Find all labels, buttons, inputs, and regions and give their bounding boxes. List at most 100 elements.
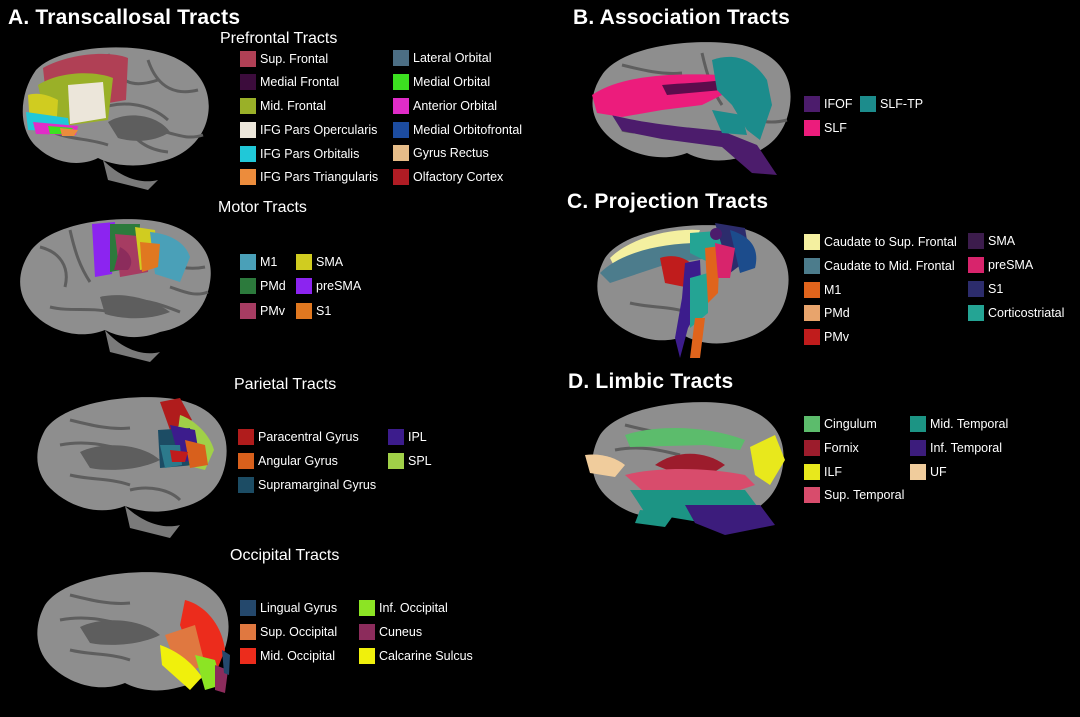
limbic-brain-image [585, 402, 785, 535]
legend-label: SLF-TP [880, 97, 924, 111]
legend-item: IFG Pars Triangularis [240, 168, 378, 186]
legend-item: preSMA [296, 277, 361, 295]
legend-item: Angular Gyrus [238, 452, 338, 470]
legend-item: Fornix [804, 439, 859, 457]
legend-swatch [968, 305, 984, 321]
legend-label: Inf. Temporal [930, 441, 1003, 455]
projection-brain-image [597, 223, 789, 358]
legend-item: Gyrus Rectus [393, 144, 489, 162]
motor-title: Motor Tracts [218, 199, 307, 216]
legend-item: IFOF [804, 95, 852, 113]
legend-item: Paracentral Gyrus [238, 428, 359, 446]
legend-item: Mid. Temporal [910, 415, 1008, 433]
legend-label: Angular Gyrus [258, 454, 338, 468]
legend-swatch [240, 303, 256, 319]
legend-swatch [388, 429, 404, 445]
legend-item: S1 [296, 302, 331, 320]
legend-swatch [393, 74, 409, 90]
legend-swatch [359, 600, 375, 616]
legend-swatch [240, 169, 256, 185]
legend-label: Mid. Occipital [260, 649, 336, 663]
association-brain-image [592, 42, 791, 175]
legend-item: Supramarginal Gyrus [238, 476, 376, 494]
legend-label: Cingulum [824, 417, 877, 431]
prefrontal-title: Prefrontal Tracts [220, 30, 338, 47]
legend-swatch [968, 233, 984, 249]
legend-item: Mid. Occipital [240, 647, 335, 665]
legend-swatch [240, 98, 256, 114]
legend-item: Corticostriatal [968, 304, 1064, 322]
legend-swatch [240, 51, 256, 67]
legend-item: SPL [388, 452, 432, 470]
legend-label: SMA [316, 255, 344, 269]
legend-item: M1 [804, 281, 841, 299]
legend-swatch [910, 464, 926, 480]
legend-swatch [240, 122, 256, 138]
legend-label: Cuneus [379, 625, 423, 639]
legend-item: M1 [240, 253, 277, 271]
legend-item: SLF-TP [860, 95, 923, 113]
legend-item: Caudate to Sup. Frontal [804, 233, 957, 251]
legend-swatch [296, 278, 312, 294]
legend-label: Gyrus Rectus [413, 146, 489, 160]
legend-item: Olfactory Cortex [393, 168, 503, 186]
legend-swatch [804, 258, 820, 274]
legend-swatch [238, 429, 254, 445]
legend-item: SLF [804, 119, 847, 137]
panel-c-title: C. Projection Tracts [567, 190, 769, 213]
legend-label: Paracentral Gyrus [258, 430, 359, 444]
legend-item: PMd [804, 304, 850, 322]
legend-item: ILF [804, 463, 842, 481]
legend-label: IPL [408, 430, 427, 444]
legend-swatch [910, 416, 926, 432]
legend-label: M1 [824, 283, 842, 297]
legend-label: Caudate to Mid. Frontal [824, 259, 955, 273]
legend-label: Mid. Temporal [930, 417, 1009, 431]
legend-item: IPL [388, 428, 427, 446]
legend-label: Mid. Frontal [260, 99, 326, 113]
legend-swatch [393, 145, 409, 161]
legend-label: Sup. Frontal [260, 52, 329, 66]
legend-item: Medial Orbital [393, 73, 490, 91]
legend-item: SMA [296, 253, 343, 271]
legend-label: SPL [408, 454, 432, 468]
legend-item: Cingulum [804, 415, 877, 433]
legend-label: Fornix [824, 441, 859, 455]
legend-label: Medial Orbitofrontal [413, 123, 523, 137]
legend-swatch [238, 453, 254, 469]
legend-item: Lateral Orbital [393, 49, 492, 67]
panel-d-title: D. Limbic Tracts [568, 370, 734, 393]
occipital-brain-image [37, 572, 230, 693]
legend-label: Olfactory Cortex [413, 170, 504, 184]
legend-swatch [240, 254, 256, 270]
legend-label: SMA [988, 234, 1016, 248]
legend-swatch [804, 416, 820, 432]
legend-item: Caudate to Mid. Frontal [804, 257, 955, 275]
legend-swatch [968, 281, 984, 297]
legend-item: PMd [240, 277, 286, 295]
legend-label: preSMA [316, 279, 362, 293]
legend-swatch [296, 254, 312, 270]
legend-label: Caudate to Sup. Frontal [824, 235, 957, 249]
legend-label: PMv [260, 304, 285, 318]
legend-item: S1 [968, 280, 1003, 298]
legend-label: Medial Orbital [413, 75, 491, 89]
legend-label: Anterior Orbital [413, 99, 498, 113]
legend-item: PMv [240, 302, 285, 320]
legend-swatch [910, 440, 926, 456]
legend-swatch [804, 96, 820, 112]
legend-item: Lingual Gyrus [240, 599, 337, 617]
legend-swatch [393, 122, 409, 138]
legend-swatch [296, 303, 312, 319]
legend-label: Sup. Temporal [824, 488, 905, 502]
legend-swatch [804, 234, 820, 250]
legend-swatch [804, 120, 820, 136]
legend-item: UF [910, 463, 947, 481]
legend-label: preSMA [988, 258, 1034, 272]
legend-swatch [238, 477, 254, 493]
legend-label: IFG Pars Triangularis [260, 170, 379, 184]
legend-item: preSMA [968, 256, 1033, 274]
legend-item: Sup. Frontal [240, 50, 328, 68]
legend-label: Lateral Orbital [413, 51, 492, 65]
parietal-brain-image [37, 397, 227, 538]
